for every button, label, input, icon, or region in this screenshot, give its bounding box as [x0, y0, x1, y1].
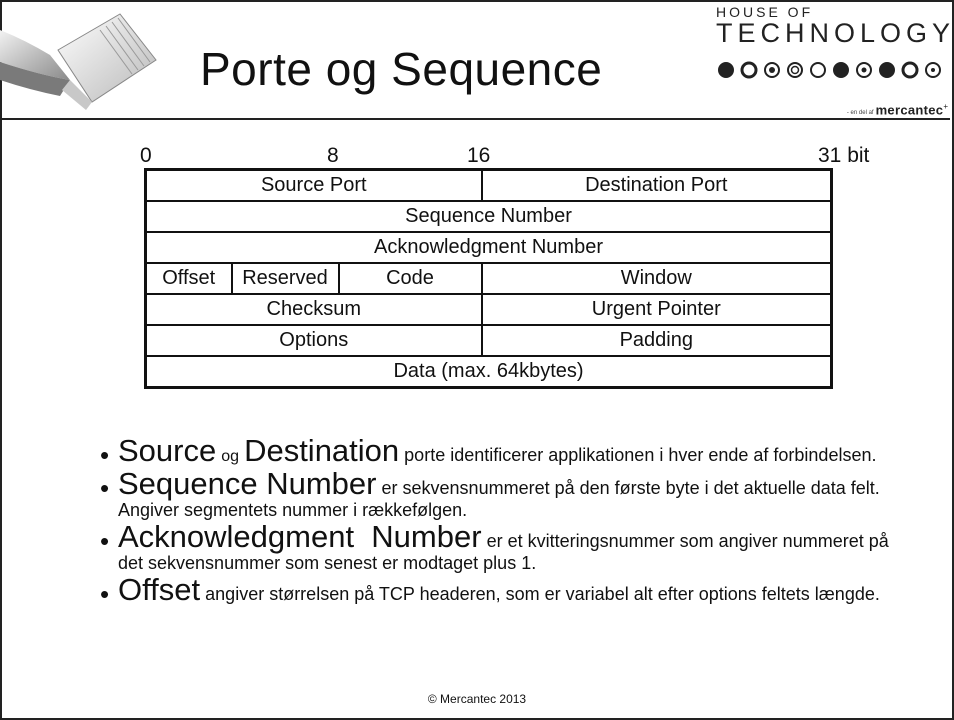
- offset-cell: Offset: [144, 262, 233, 295]
- bullet-icon: •: [100, 526, 110, 556]
- bit-label-16: 16: [467, 144, 491, 167]
- network-cable-image: [0, 13, 157, 110]
- tcp-header-table: Source Port Destination Port Sequence Nu…: [143, 168, 834, 389]
- data-cell: Data (max. 64kbytes): [143, 355, 834, 389]
- bit-label-8: 8: [327, 144, 339, 167]
- table-row: Source Port Destination Port: [143, 168, 834, 202]
- bit-label-0: 0: [140, 144, 152, 167]
- logo-line-2: TECHNOLOGY: [716, 18, 954, 48]
- bullet-icon: •: [100, 473, 110, 503]
- checksum-cell: Checksum: [143, 293, 483, 326]
- table-row: Options Padding: [143, 324, 834, 357]
- table-row: Checksum Urgent Pointer: [143, 293, 834, 326]
- code-cell: Code: [337, 262, 483, 295]
- list-item: • Offset angiver størrelsen på TCP heade…: [100, 572, 880, 609]
- table-row: Data (max. 64kbytes): [143, 355, 834, 389]
- urgent-pointer-cell: Urgent Pointer: [480, 293, 834, 326]
- bit-label-31: 31 bit: [818, 144, 870, 167]
- reserved-cell: Reserved: [230, 262, 340, 295]
- options-cell: Options: [143, 324, 483, 357]
- header-divider: [0, 118, 950, 120]
- sequence-number-cell: Sequence Number: [143, 200, 834, 233]
- padding-cell: Padding: [480, 324, 834, 357]
- logo-line-1: HOUSE OF: [716, 4, 814, 20]
- bullet-icon: •: [100, 440, 110, 470]
- bullet-icon: •: [100, 579, 110, 609]
- table-row: Acknowledgment Number: [143, 231, 834, 264]
- window-cell: Window: [480, 262, 834, 295]
- slide-title: Porte og Sequence: [200, 43, 603, 95]
- destination-port-cell: Destination Port: [480, 168, 834, 202]
- list-item: • Sequence Number er sekvensnummeret på …: [100, 466, 880, 520]
- bullet-list: • Source og Destination porte identifice…: [100, 433, 908, 610]
- list-item: • Source og Destination porte identifice…: [100, 433, 877, 470]
- acknowledgment-number-cell: Acknowledgment Number: [143, 231, 834, 264]
- logo-dots-icon: [718, 61, 941, 79]
- table-row: Offset Reserved Code Window: [144, 262, 834, 295]
- copyright-footer: © Mercantec 2013: [427, 692, 527, 706]
- list-item: • Acknowledgment Number er et kvittering…: [100, 519, 889, 573]
- table-row: Sequence Number: [143, 200, 834, 233]
- source-port-cell: Source Port: [143, 168, 483, 202]
